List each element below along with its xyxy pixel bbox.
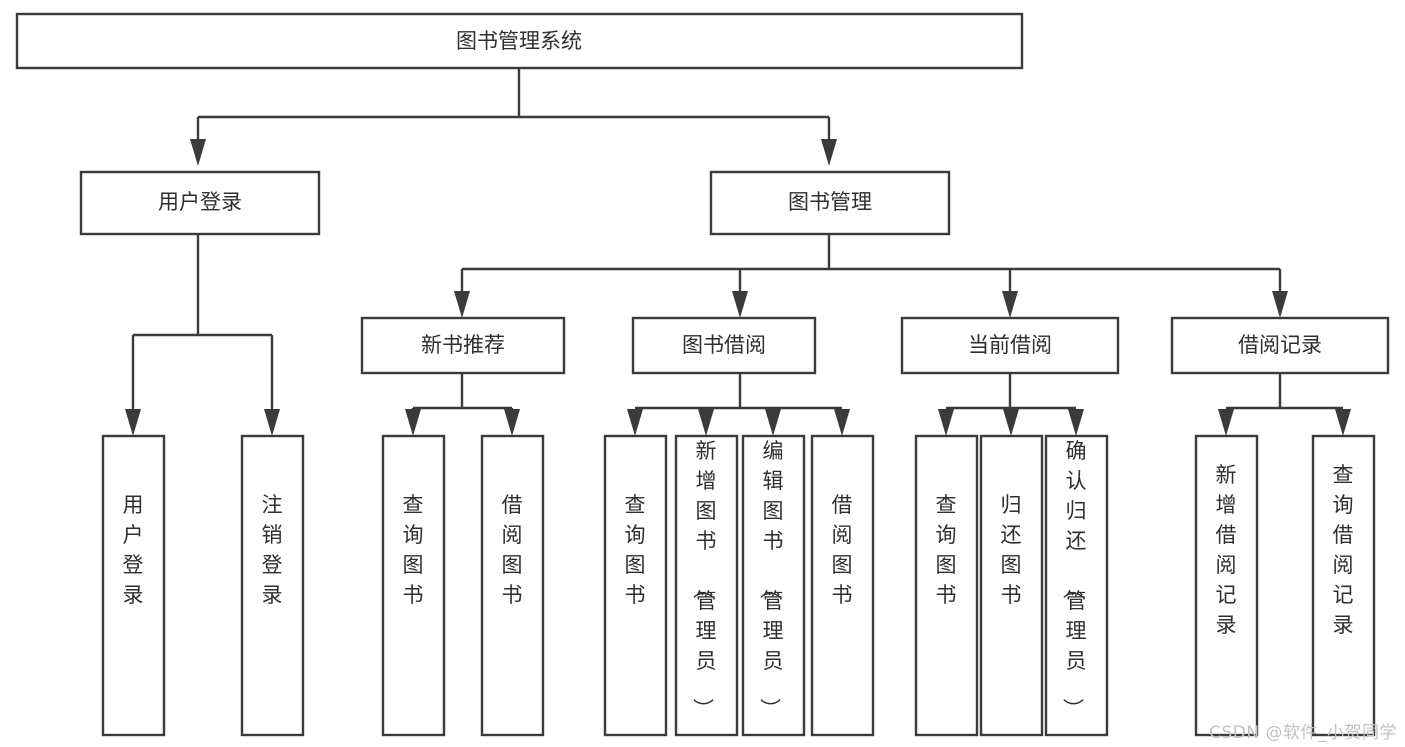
node-borrow-record[interactable]: 借阅记录 <box>1170 316 1390 375</box>
leaf-query-book-1[interactable]: 查询图书 <box>381 434 446 737</box>
leaf-add-book[interactable]: 新增图书（管理员） <box>674 434 739 737</box>
node-new-book-rec-box[interactable] <box>360 316 566 375</box>
arrow-leaf-query-book-2 <box>627 409 643 436</box>
arrow-leaf-query-record <box>1335 409 1351 436</box>
leaf-borrow-book-2-box[interactable] <box>810 434 875 737</box>
arrow-to-book-borrow <box>732 291 748 318</box>
node-book-borrow-label: 图书借阅 <box>682 333 766 357</box>
node-root[interactable]: 图书管理系统 <box>15 12 1024 70</box>
node-book-manage-label: 图书管理 <box>788 190 872 214</box>
node-current-borrow-label: 当前借阅 <box>968 333 1052 357</box>
leaf-logout-box[interactable] <box>240 434 305 737</box>
node-borrow-record-label: 借阅记录 <box>1238 333 1322 357</box>
connector-group-borrow-record <box>1218 373 1351 436</box>
arrow-leaf-borrow-book-2 <box>834 409 850 436</box>
watermark: CSDN @软件_小贺同学 <box>1209 723 1397 743</box>
leaf-borrow-book-1-box[interactable] <box>480 434 545 737</box>
leaf-add-record-label: 新增借阅记录 <box>1216 463 1237 637</box>
leaf-query-book-3-label: 查询图书 <box>936 493 957 607</box>
node-borrow-record-box[interactable] <box>1170 316 1390 375</box>
node-root-box[interactable] <box>15 12 1024 70</box>
leaf-logout[interactable]: 注销登录 <box>240 434 305 737</box>
leaf-edit-book-box[interactable] <box>741 434 806 737</box>
leaf-edit-book-label: 编辑图书（管理员） <box>758 439 784 719</box>
leaf-return-book[interactable]: 归还图书 <box>979 434 1044 737</box>
leaf-add-record-box[interactable] <box>1194 434 1259 737</box>
node-root-label: 图书管理系统 <box>456 29 582 53</box>
leaf-query-book-1-label: 查询图书 <box>403 493 424 607</box>
arrow-leaf-borrow-book-1 <box>504 409 520 436</box>
leaf-query-record-label: 查询借阅记录 <box>1333 463 1354 637</box>
node-book-manage-box[interactable] <box>709 170 951 236</box>
node-book-borrow-box[interactable] <box>631 316 817 375</box>
leaf-confirm-return-box[interactable] <box>1044 434 1109 737</box>
connector-group-book-borrow <box>627 373 850 436</box>
leaf-add-record[interactable]: 新增借阅记录 <box>1194 434 1259 737</box>
leaf-query-book-3-box[interactable] <box>914 434 979 737</box>
leaf-edit-book[interactable]: 编辑图书（管理员） <box>741 434 806 737</box>
node-user-login-label: 用户登录 <box>158 190 242 214</box>
arrow-to-user-login <box>190 139 206 166</box>
node-user-login-box[interactable] <box>79 170 321 236</box>
leaf-user-login[interactable]: 用户登录 <box>101 434 166 737</box>
arrow-leaf-return-book <box>1003 409 1019 436</box>
leaf-borrow-book-1-label: 借阅图书 <box>502 493 523 607</box>
arrow-leaf-confirm-return <box>1068 409 1084 436</box>
arrow-leaf-add-book <box>698 409 714 436</box>
leaf-query-book-2[interactable]: 查询图书 <box>603 434 668 737</box>
node-current-borrow-box[interactable] <box>900 316 1120 375</box>
leaf-borrow-book-1[interactable]: 借阅图书 <box>480 434 545 737</box>
leaf-add-book-box[interactable] <box>674 434 739 737</box>
leaf-add-book-label: 新增图书（管理员） <box>691 439 717 719</box>
connector-group-new-book-rec <box>405 373 520 436</box>
node-book-borrow[interactable]: 图书借阅 <box>631 316 817 375</box>
leaf-user-login-label: 用户登录 <box>123 493 144 607</box>
node-new-book-rec-label: 新书推荐 <box>421 333 505 357</box>
node-current-borrow[interactable]: 当前借阅 <box>900 316 1120 375</box>
arrow-to-book-manage <box>821 139 837 166</box>
node-user-login[interactable]: 用户登录 <box>79 170 321 236</box>
leaf-logout-label: 注销登录 <box>262 493 283 607</box>
arrow-to-borrow-record <box>1272 291 1288 318</box>
leaf-confirm-return-label: 确认归还（管理员） <box>1061 439 1087 719</box>
leaf-query-record[interactable]: 查询借阅记录 <box>1311 434 1376 737</box>
leaf-borrow-book-2[interactable]: 借阅图书 <box>810 434 875 737</box>
connector-group-book-manage <box>454 234 1288 318</box>
leaf-query-book-2-box[interactable] <box>603 434 668 737</box>
leaf-query-book-3[interactable]: 查询图书 <box>914 434 979 737</box>
leaf-return-book-box[interactable] <box>979 434 1044 737</box>
arrow-to-current-borrow <box>1002 291 1018 318</box>
node-book-manage[interactable]: 图书管理 <box>709 170 951 236</box>
leaf-return-book-label: 归还图书 <box>1001 493 1022 607</box>
leaf-borrow-book-2-label: 借阅图书 <box>832 493 853 607</box>
connector-group-user-login <box>125 234 280 436</box>
arrow-leaf-add-record <box>1218 409 1234 436</box>
leaf-query-book-2-label: 查询图书 <box>625 493 646 607</box>
leaf-user-login-box[interactable] <box>101 434 166 737</box>
arrow-leaf-query-book-1 <box>405 409 421 436</box>
node-new-book-rec[interactable]: 新书推荐 <box>360 316 566 375</box>
leaf-confirm-return[interactable]: 确认归还（管理员） <box>1044 434 1109 737</box>
arrow-leaf-user-login <box>125 409 141 436</box>
arrow-leaf-query-book-3 <box>938 409 954 436</box>
leaf-query-record-box[interactable] <box>1311 434 1376 737</box>
arrow-leaf-logout <box>264 409 280 436</box>
connector-group-root <box>190 68 837 166</box>
arrow-leaf-edit-book <box>765 409 781 436</box>
arrow-to-new-book-rec <box>454 291 470 318</box>
connector-group-current-borrow <box>938 373 1084 436</box>
leaf-query-book-1-box[interactable] <box>381 434 446 737</box>
